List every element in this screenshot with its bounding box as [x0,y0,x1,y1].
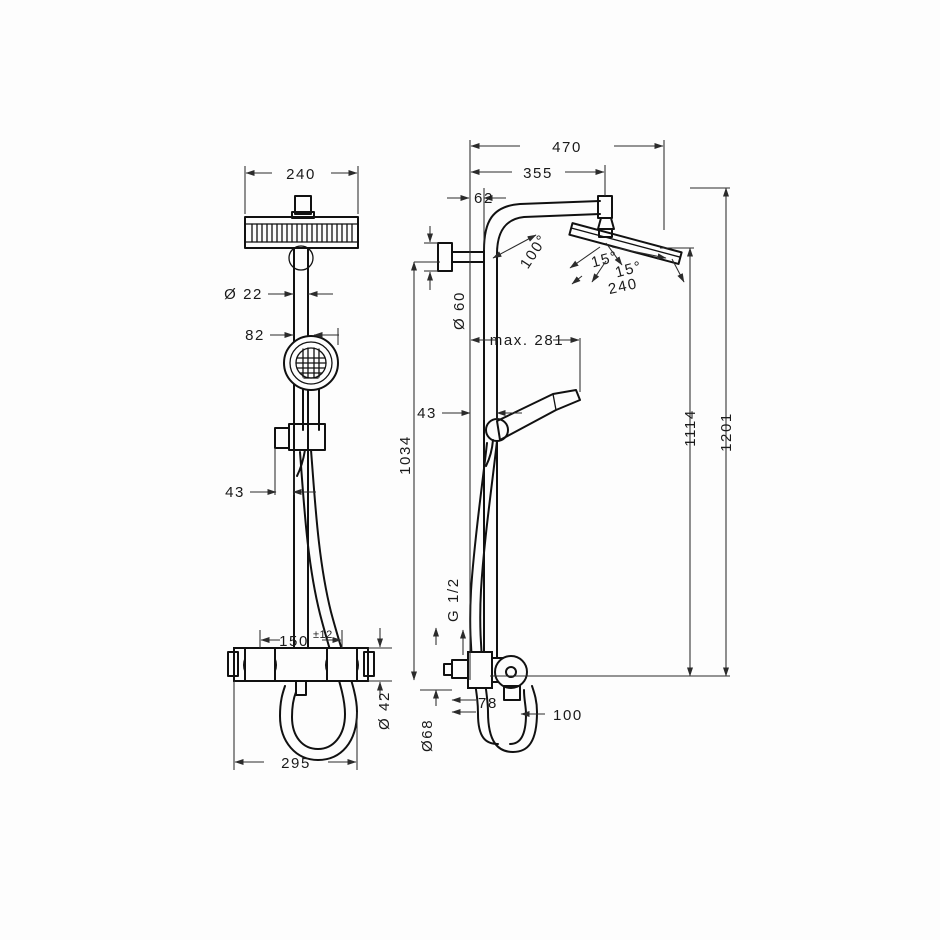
handshower-side [485,389,581,467]
dim-side-overall-height: 1201 [718,412,735,452]
dim-front-head-width: 240 [286,166,316,183]
dim-front-overall-width: 295 [281,755,311,772]
dim-side-head-face-height: 1114 [682,409,699,447]
dim-front-body-diameter: Ø 42 [376,691,393,730]
dim-front-holder-offset: 43 [225,484,245,501]
wall-flange-side [437,242,485,272]
dim-side-outlet-offset: 100 [553,707,583,724]
front-view-geometry [227,195,375,761]
dim-side-supply-thread: G 1/2 [445,577,462,622]
front-riser-ring [288,245,314,271]
dim-front-handshower-offset: 82 [245,327,265,344]
dim-side-tilt-angle-left: 15° [589,248,620,272]
thermostat-mixer-side [443,651,528,701]
front-hose [279,449,358,761]
spray-face-hatching [251,223,353,243]
side-hose-inner2 [509,689,527,745]
handshower-holder-front [274,423,326,477]
dim-side-tilt-angle-right: 15° [613,258,644,282]
overhead-shower-head [244,216,359,249]
dim-side-arm-projection: 355 [523,165,553,182]
dim-side-supply-offset: 78 [478,695,498,712]
dim-side-bend-angle: 100° [517,231,552,272]
dim-side-supply-flange-diameter: Ø68 [419,719,436,752]
dim-side-head-length: 240 [607,275,640,298]
side-view-dimensions: 470 355 62 Ø 60 100° 15° 15° 240 [397,139,735,752]
dim-side-total-projection: 470 [552,139,582,156]
dim-side-handshower-max: max. 281 [490,332,565,349]
side-view-geometry [437,195,683,753]
front-shower-arm-stub [294,195,312,215]
thermostat-mixer-front [227,647,375,696]
dim-side-wall-to-riser: 62 [474,190,494,207]
handshower-front [283,335,339,431]
dim-side-holder-offset: 43 [417,405,437,422]
dim-side-flange-diameter: Ø 60 [451,291,468,330]
dim-front-thermostat-tolerance: ±12 [313,629,333,641]
side-hose-outer [479,440,538,753]
dim-front-thermostat-centers: 150 [279,633,309,650]
dim-front-tube-diameter: Ø 22 [224,286,263,303]
front-view-dimensions: 240 Ø 22 82 43 150 ±12 Ø 42 [224,166,393,772]
front-hose-inner [291,451,346,750]
dim-side-riser-height: 1034 [397,435,414,475]
